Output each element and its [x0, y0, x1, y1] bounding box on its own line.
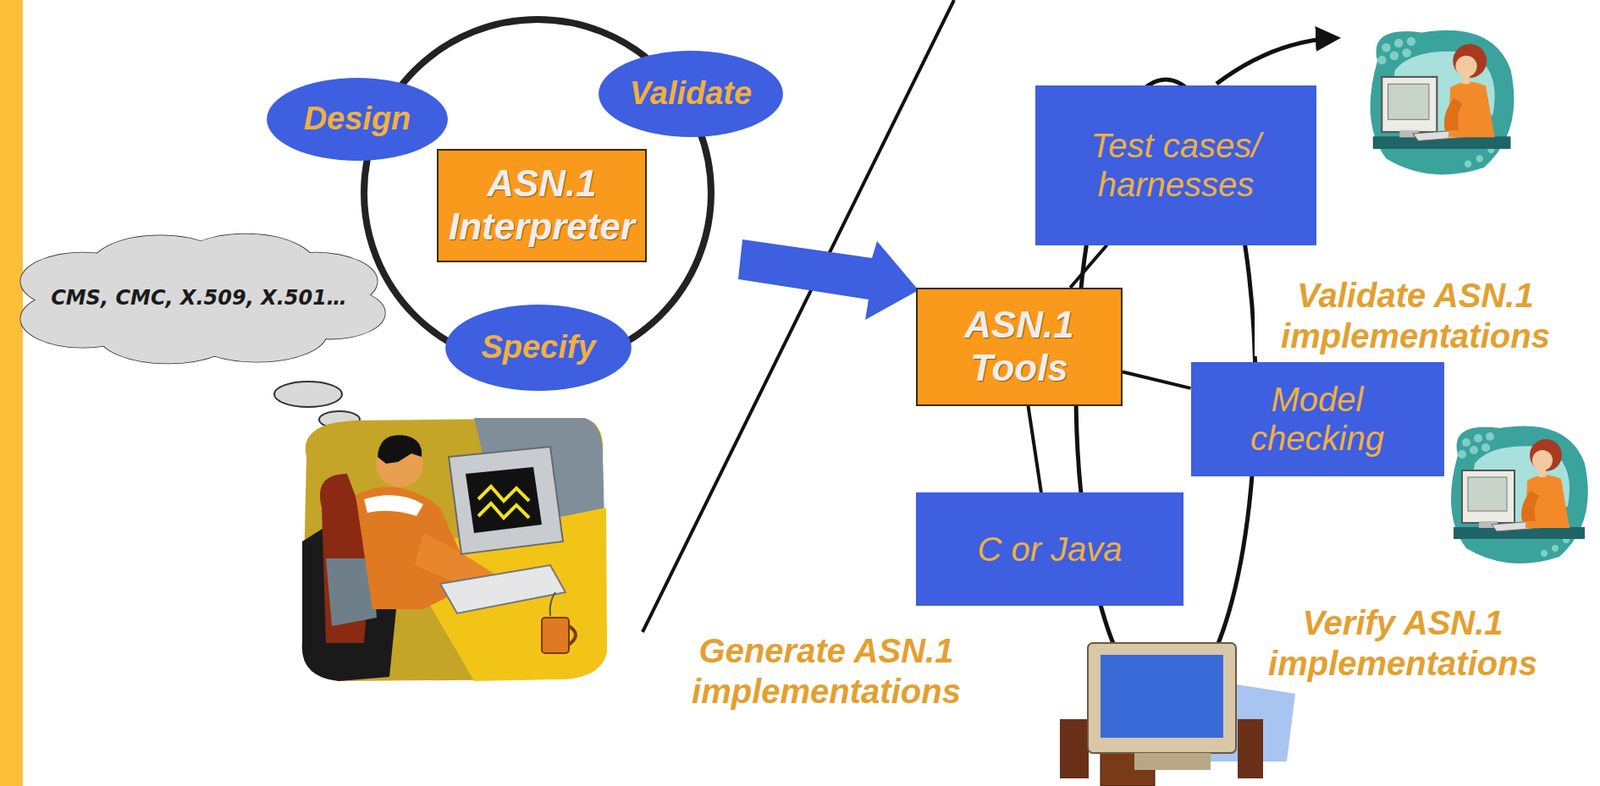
desktop-computer — [1059, 719, 1089, 779]
node-text: ASN.1 Interpreter — [448, 162, 635, 249]
man-at-computer — [478, 486, 530, 502]
node-text: Test cases/ harnesses — [1045, 126, 1307, 205]
node-text: Design — [303, 100, 412, 138]
stage-ellipse: Validate — [597, 49, 784, 138]
desktop-computer — [1087, 643, 1236, 754]
flow-arrow — [738, 239, 919, 320]
process-box: ASN.1 Interpreter — [436, 148, 647, 263]
stage-ellipse: Specify — [444, 303, 633, 392]
man-at-computer — [478, 503, 530, 519]
caption-label: Generate ASN.1 implementations — [665, 630, 988, 712]
thought-cloud: CMS, CMC, X.509, X.501… — [5, 226, 393, 371]
woman-at-computer — [1370, 30, 1515, 176]
ellipse-shape — [266, 77, 448, 161]
cloud-shape — [20, 234, 386, 365]
man-at-computer — [465, 467, 542, 534]
man-at-computer — [440, 565, 566, 614]
output-box: Test cases/ harnesses — [1035, 85, 1317, 246]
ellipse-shape — [445, 304, 632, 392]
node-text: Validate — [629, 75, 752, 113]
node-text: Model checking — [1201, 380, 1435, 458]
stage-ellipse: Design — [265, 77, 449, 162]
man-at-computer — [568, 626, 576, 646]
man-at-computer — [550, 592, 556, 617]
woman-at-computer — [1451, 426, 1589, 564]
ellipse-shape — [598, 50, 784, 138]
output-box: C or Java — [915, 492, 1184, 607]
node-text: C or Java — [976, 529, 1122, 569]
man-at-computer — [364, 495, 424, 517]
man-at-computer — [302, 418, 607, 682]
node-text: CMS, CMC, X.509, X.501… — [50, 286, 348, 311]
side-bar — [0, 0, 23, 786]
node-text: Specify — [480, 329, 596, 367]
connector-line — [1070, 245, 1107, 289]
man-at-computer — [448, 446, 563, 555]
delivery-arrow — [1216, 38, 1336, 84]
cloud-shape — [20, 234, 386, 365]
man-at-computer — [302, 418, 607, 682]
desktop-computer — [1134, 753, 1211, 771]
process-box: ASN.1 Tools — [915, 287, 1123, 407]
desktop-computer — [1100, 655, 1224, 739]
connector-line — [1028, 406, 1042, 493]
output-box: Model checking — [1191, 362, 1445, 477]
thought-bubbles — [274, 381, 343, 408]
caption-label: Verify ASN.1 implementations — [1241, 602, 1564, 685]
man-at-computer — [377, 435, 422, 464]
caption-label: Validate ASN.1 implementations — [1254, 275, 1577, 357]
desktop-computer — [1237, 719, 1264, 779]
node-text: ASN.1 Tools — [927, 303, 1111, 390]
man-at-computer — [541, 617, 569, 654]
connector-line — [1122, 371, 1192, 388]
